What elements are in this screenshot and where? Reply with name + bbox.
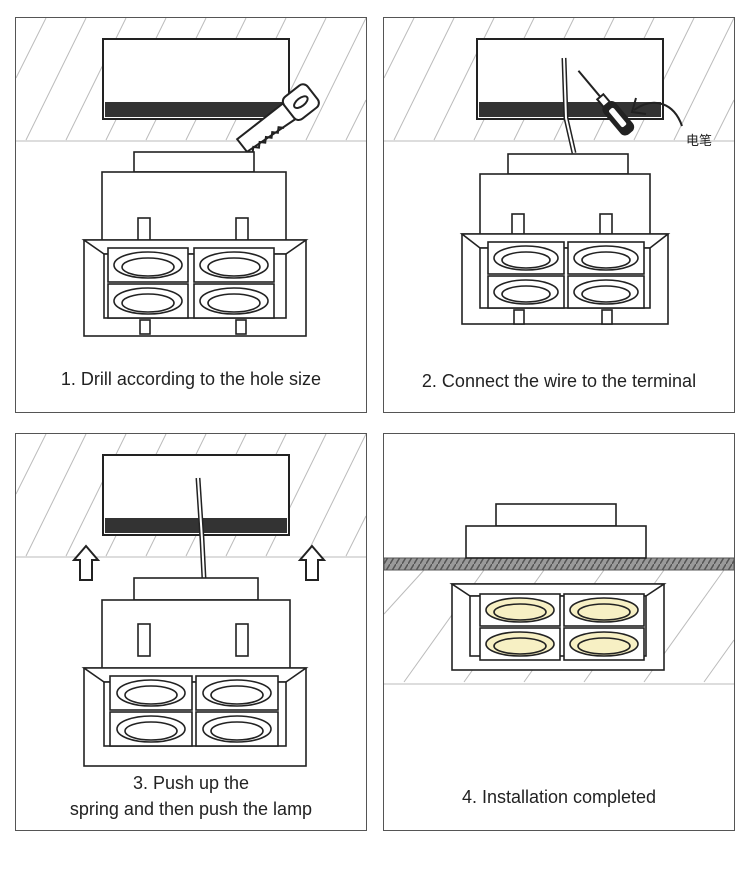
step-1-caption: 1. Drill according to the hole size <box>60 369 322 389</box>
pointer-arrow <box>633 101 683 127</box>
step-3-caption-line2: spring and then push the lamp <box>69 799 313 819</box>
step-2-caption: 2. Connect the wire to the terminal <box>421 371 697 391</box>
step-2-panel: 电笔 2. Connect the wire to the terminal <box>383 17 735 413</box>
step-3-illustration <box>16 434 366 767</box>
ceiling-band <box>384 557 734 571</box>
arrow-up-icon <box>297 544 327 581</box>
screwdriver-icon <box>577 70 635 136</box>
step-4-illustration <box>384 503 734 685</box>
step-3-caption: 3. Push up the spring and then push the … <box>16 770 366 822</box>
downlight-fixture <box>459 153 671 325</box>
tool-label: 电笔 <box>686 134 713 149</box>
lens-group <box>109 675 279 747</box>
step-2-illustration <box>384 18 734 325</box>
junction-box <box>476 38 664 120</box>
lens-group <box>107 247 275 319</box>
arrow-up-icon <box>71 544 101 581</box>
downlight-fixture <box>81 577 309 767</box>
step-4-caption: 4. Installation completed <box>461 787 657 807</box>
step-1-illustration <box>16 18 366 337</box>
lens-group <box>487 241 645 309</box>
step-3-caption-line1: 3. Push up the <box>132 773 250 793</box>
step-4-panel: 4. Installation completed <box>383 433 735 831</box>
downlight-fixture <box>81 151 309 337</box>
downlight-fixture <box>449 503 667 671</box>
saw-icon <box>235 83 320 154</box>
step-3-panel: 3. Push up the spring and then push the … <box>15 433 367 831</box>
lit-lens-group <box>479 593 645 661</box>
junction-box <box>102 38 290 120</box>
step-1-panel: 1. Drill according to the hole size <box>15 17 367 413</box>
junction-box <box>102 454 290 536</box>
